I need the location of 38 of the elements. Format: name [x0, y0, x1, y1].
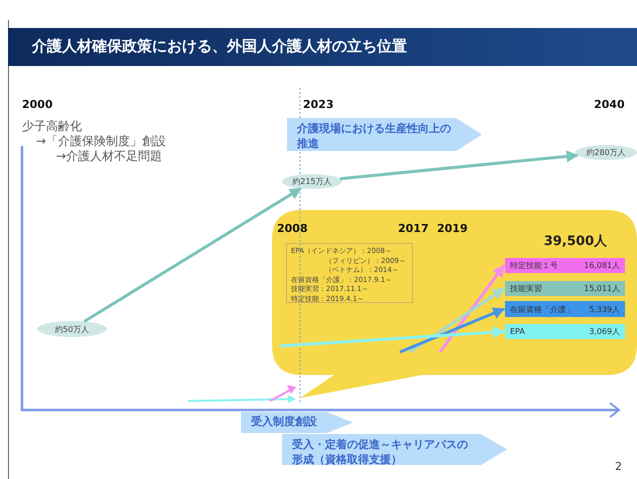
- note-text: 少子高齢化: [22, 118, 82, 135]
- category-box: [505, 301, 625, 317]
- note-text: →「介護保険制度」創設: [36, 133, 166, 150]
- slide-title: 介護人材確保政策における、外国人介護人材の立ち位置: [8, 28, 637, 66]
- callout-bubble: [272, 210, 637, 400]
- year-label: 2023: [303, 98, 334, 111]
- arrow: [280, 326, 506, 348]
- category-name: 技能実習: [510, 283, 542, 294]
- phase-banner: 介護現場における生産性向上の推進: [287, 118, 482, 151]
- year-label: 2000: [22, 98, 53, 111]
- category-box: [505, 281, 625, 296]
- category-name: 特定技能１号: [510, 260, 558, 271]
- year-label: 2008: [277, 222, 308, 235]
- count-ellipse: 約215万人: [282, 174, 342, 189]
- count-text: 3,069人: [589, 326, 620, 337]
- arrow: [438, 264, 506, 353]
- arrow: [83, 187, 302, 323]
- arrow: [399, 308, 506, 354]
- count-text: 5,339人: [589, 304, 620, 314]
- count-ellipse: 約280万人: [575, 145, 637, 160]
- year-label: 2017: [398, 222, 429, 235]
- count-ellipse: 約50万人: [37, 321, 107, 337]
- category-name: EPA: [510, 327, 525, 336]
- page-number: 2: [615, 460, 622, 473]
- year-label: 2019: [437, 222, 468, 235]
- year-label: 2040: [594, 98, 625, 111]
- list-box: [286, 243, 413, 303]
- count-text: 15,011人: [584, 283, 620, 294]
- arrow: [340, 150, 578, 180]
- category-box: [505, 258, 625, 273]
- category-name: 在留資格「介護」: [510, 304, 574, 314]
- note-text: →介護人材不足問題: [56, 148, 162, 165]
- category-box: [505, 324, 625, 339]
- total-count: 39,500人: [544, 233, 607, 250]
- phase-banner: 受入制度創設: [241, 412, 353, 433]
- phase-banner: 受入・定着の促進～キャリアパスの形成（資格取得支援）: [282, 434, 507, 465]
- count-text: 16,081人: [584, 260, 620, 271]
- arrow: [409, 287, 505, 354]
